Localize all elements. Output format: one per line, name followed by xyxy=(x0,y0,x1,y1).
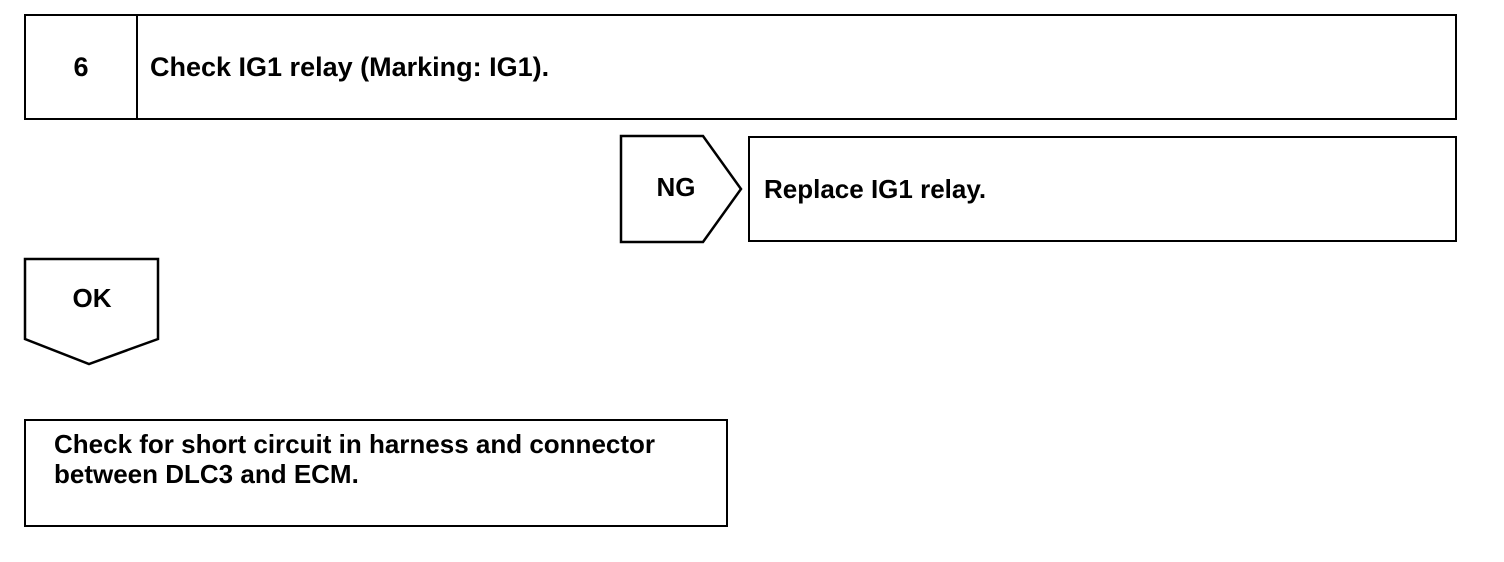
ng-result-box: Replace IG1 relay. xyxy=(748,136,1457,242)
ng-action-text: Replace IG1 relay. xyxy=(764,173,987,204)
step-title: Check IG1 relay (Marking: IG1). xyxy=(150,51,550,82)
ok-arrow-outline xyxy=(23,257,160,366)
ok-label: OK xyxy=(72,283,112,313)
ok-action-text: Check for short circuit in harness and c… xyxy=(54,429,656,489)
step-number: 6 xyxy=(26,16,138,118)
ok-action-box: Check for short circuit in harness and c… xyxy=(24,419,728,527)
ng-label: NG xyxy=(656,172,696,202)
ng-arrow-outline xyxy=(619,134,743,244)
step-box: 6 Check IG1 relay (Marking: IG1). xyxy=(24,14,1457,120)
